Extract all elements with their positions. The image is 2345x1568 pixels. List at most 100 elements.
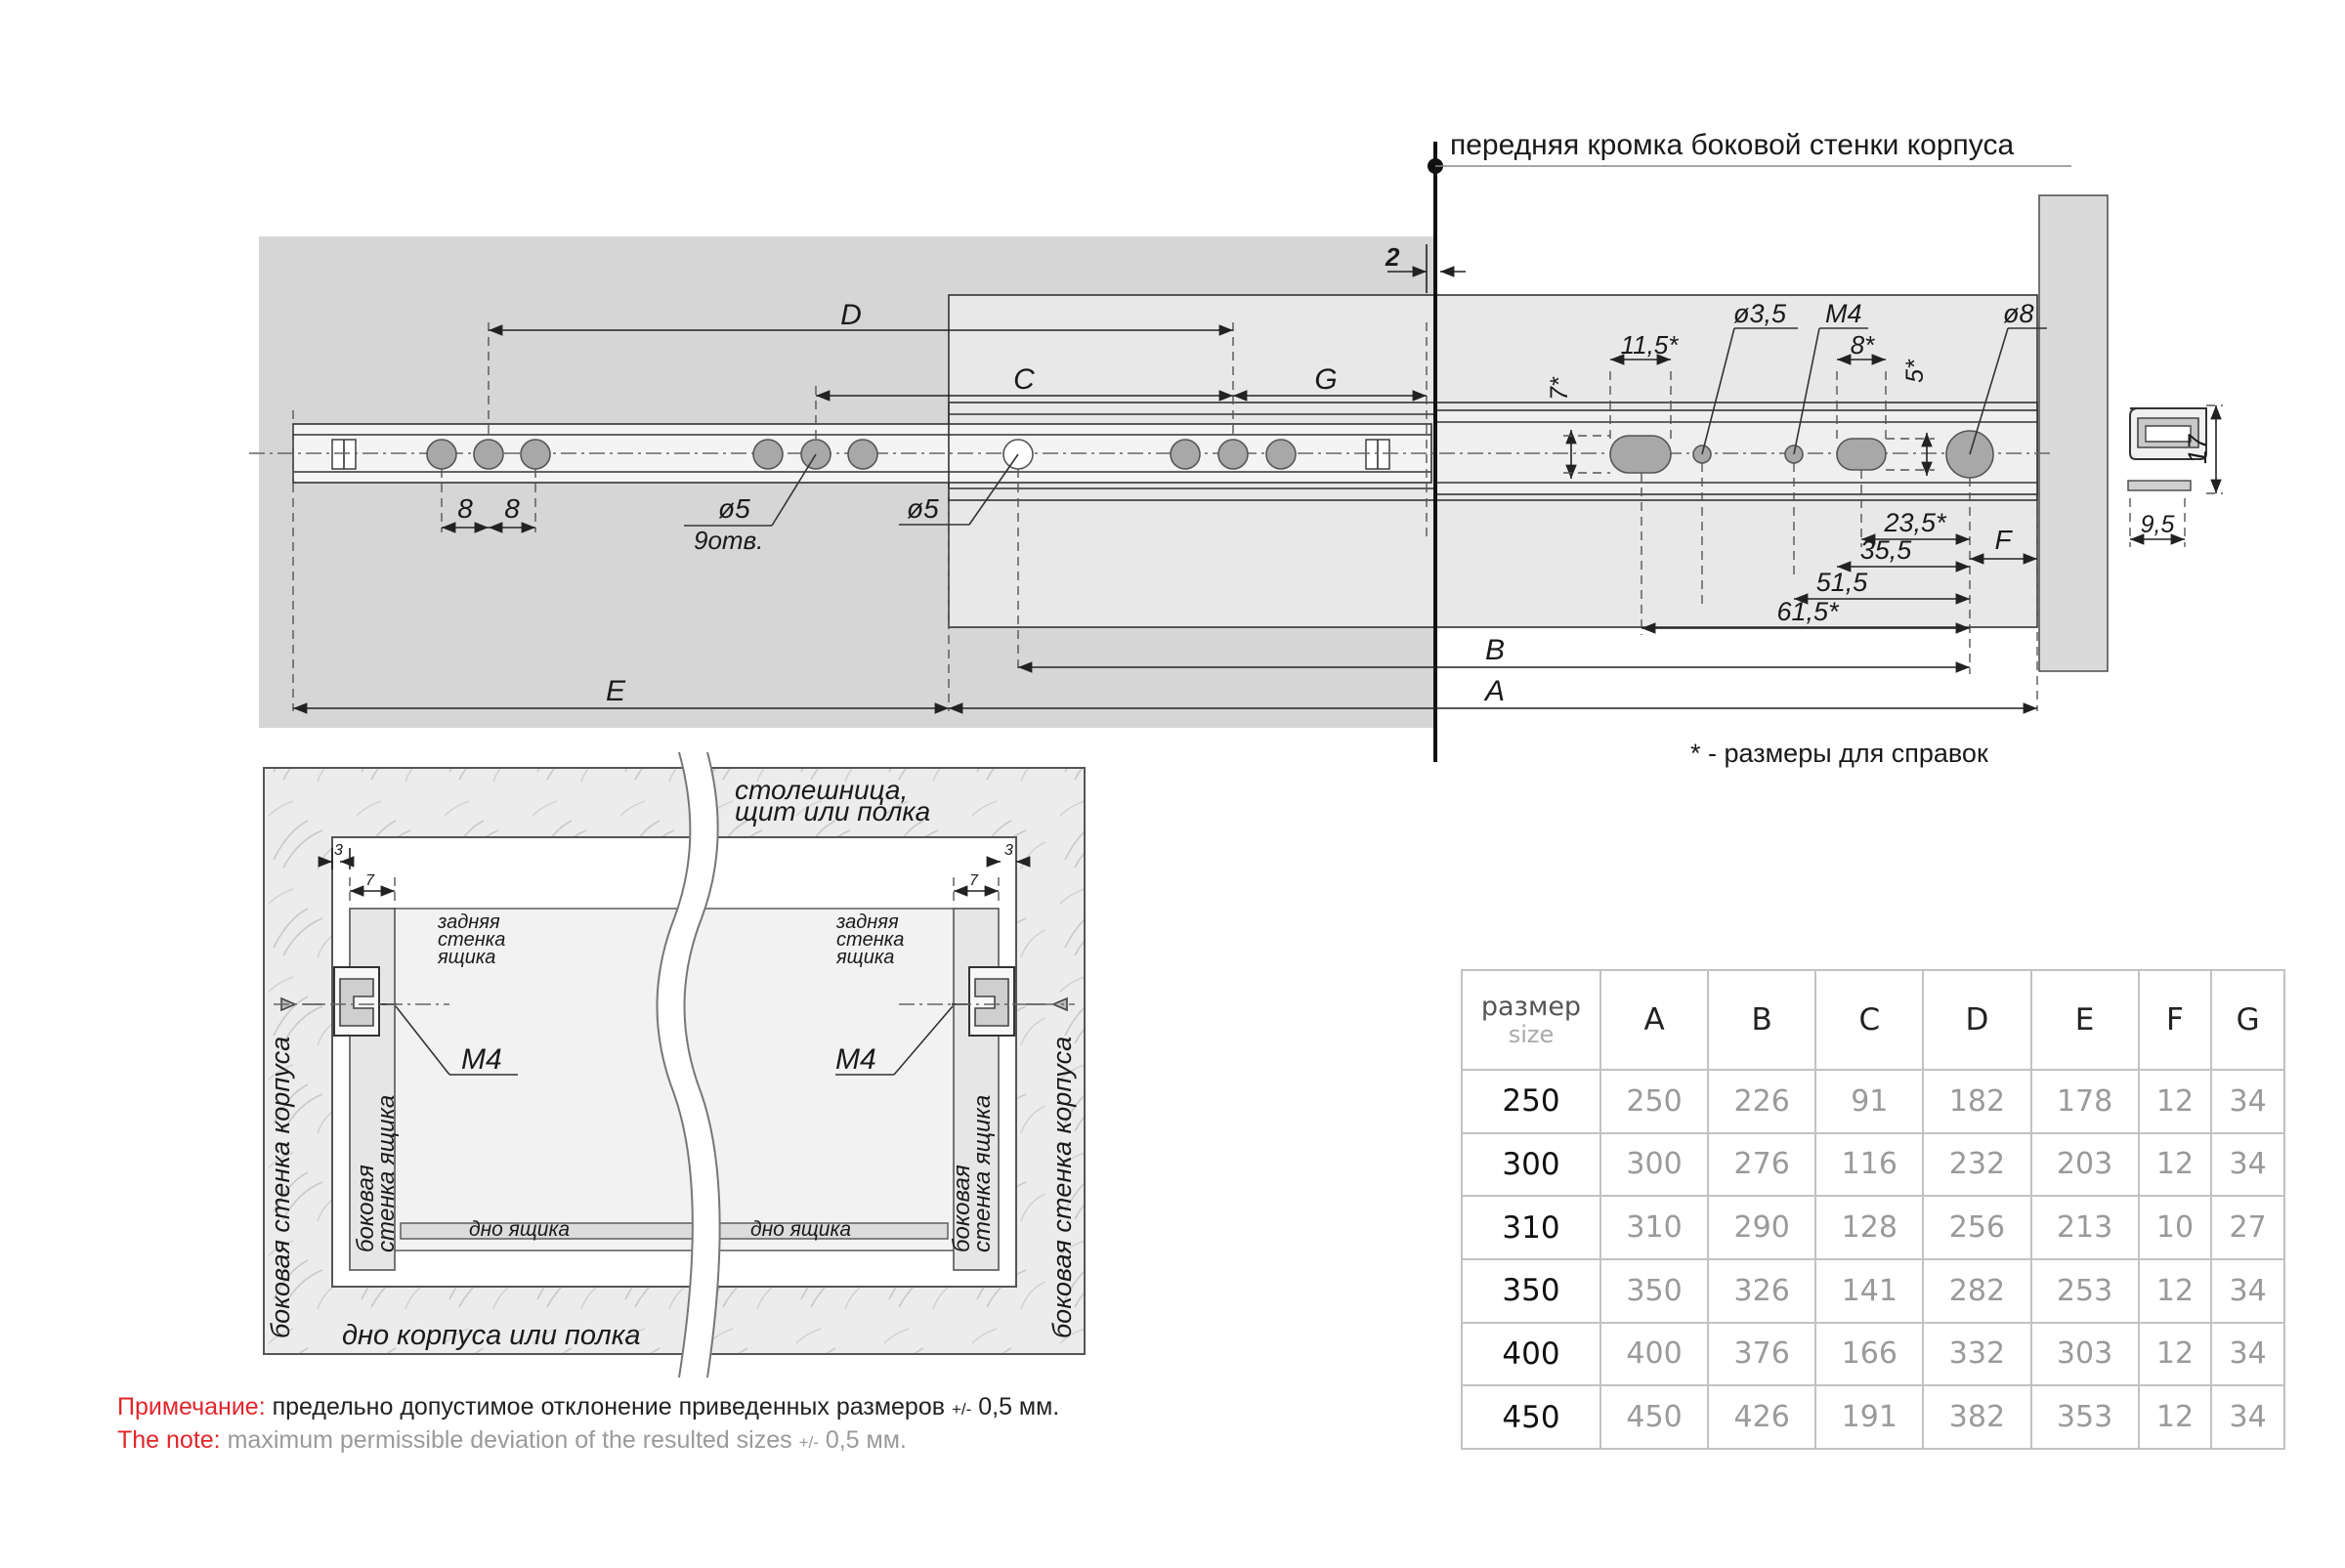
column-header-b: B — [1707, 969, 1817, 1071]
table-cell: 232 — [1922, 1131, 2032, 1198]
row-size-cell: 300 — [1461, 1131, 1601, 1198]
dim-label: 35,5 — [1860, 535, 1913, 565]
table-cell: 290 — [1707, 1195, 1817, 1260]
column-header-g: G — [2210, 969, 2285, 1071]
back-wall-label: стенка — [438, 929, 505, 951]
note-ru-label: Примечание: — [117, 1393, 266, 1420]
table-corner-cell: размер size — [1461, 969, 1601, 1071]
hole-count-label: 9отв. — [694, 526, 763, 555]
dim-label: 61,5* — [1776, 597, 1840, 626]
drawer-floor — [400, 1222, 949, 1240]
hole — [520, 439, 551, 470]
corner-en-label: size — [1508, 1020, 1555, 1048]
table-cell: 34 — [2210, 1321, 2285, 1387]
table-cell: 12 — [2137, 1069, 2213, 1134]
pitch-label: 8 — [504, 493, 520, 524]
row-size-cell: 400 — [1461, 1321, 1601, 1387]
top-label-1: столешница, — [735, 775, 908, 805]
table-cell: 34 — [2210, 1069, 2285, 1134]
drawer-side-label: стенка ящика — [373, 1095, 400, 1252]
drawer-side-label: стенка ящика — [969, 1095, 996, 1252]
rail-profile: 17 9,5 — [2127, 404, 2223, 547]
hole — [1217, 439, 1249, 470]
slot-hole — [1609, 435, 1672, 474]
row-size-cell: 350 — [1461, 1257, 1601, 1324]
drawer-side-label: боковая — [353, 1165, 379, 1252]
gap-label: 7 — [969, 872, 979, 889]
hole — [752, 439, 784, 470]
dim-label-G: G — [1314, 363, 1337, 396]
dim-label: 5* — [1901, 359, 1929, 383]
slide-section-right — [952, 966, 1068, 1037]
hole — [1265, 439, 1297, 470]
gap-label: 3 — [334, 842, 343, 859]
back-wall-label: ящика — [835, 947, 894, 968]
table-cell: 10 — [2137, 1195, 2213, 1260]
table-cell: 12 — [2137, 1384, 2213, 1450]
note-en-label: The note: — [117, 1426, 221, 1454]
table-cell: 376 — [1707, 1321, 1817, 1387]
dim-label-B: B — [1485, 634, 1505, 666]
table-cell: 400 — [1599, 1321, 1710, 1387]
table-cell: 12 — [2137, 1321, 2213, 1387]
dim-label: 23,5* — [1883, 508, 1947, 537]
table-cell: 382 — [1922, 1384, 2032, 1450]
row-size-cell: 310 — [1461, 1195, 1601, 1260]
hole-diameter-label: ø8 — [2003, 299, 2034, 328]
dim-label-D: D — [840, 299, 862, 331]
column-header-c: C — [1814, 969, 1925, 1071]
table-cell: 326 — [1707, 1257, 1817, 1324]
table-cell: 34 — [2210, 1131, 2285, 1198]
table-cell: 178 — [2029, 1069, 2140, 1134]
gap-label: 3 — [1004, 842, 1013, 859]
note-ru: Примечание: предельно допустимое отклоне… — [117, 1393, 1059, 1421]
gap-label: 7 — [365, 872, 375, 889]
note-en-text: maximum permissible deviation of the res… — [227, 1426, 792, 1454]
table-cell: 116 — [1814, 1131, 1925, 1198]
corner-ru-label: размер — [1480, 991, 1582, 1022]
table-cell: 303 — [2029, 1321, 2140, 1387]
table-cell: 12 — [2137, 1257, 2213, 1324]
table-cell: 300 — [1599, 1131, 1710, 1198]
dim-label-E: E — [606, 675, 626, 707]
table-cell: 250 — [1599, 1069, 1710, 1134]
cabinet-side-label-right: боковая стенка корпуса — [1047, 1037, 1077, 1338]
table-cell: 226 — [1707, 1069, 1817, 1134]
column-header-f: F — [2137, 969, 2213, 1071]
table-cell: 128 — [1814, 1195, 1925, 1260]
top-label-2: щит или полка — [735, 796, 930, 826]
reference-note: * - размеры для справок — [1690, 739, 1988, 768]
table-cell: 253 — [2029, 1257, 2140, 1324]
hole — [473, 439, 504, 470]
dim-label-F: F — [1994, 525, 2013, 555]
note-en-tol: +/- — [798, 1433, 819, 1452]
slot-hole — [1836, 438, 1887, 471]
back-wall-label: стенка — [836, 929, 904, 951]
back-wall-label: ящика — [437, 947, 495, 968]
note-ru-value: 0,5 мм. — [978, 1393, 1060, 1420]
profile-width-label: 9,5 — [2141, 511, 2175, 538]
cabinet-side-label-left: боковая стенка корпуса — [266, 1037, 295, 1338]
dim-label: 7* — [1546, 376, 1573, 401]
slide-section-left — [280, 966, 397, 1037]
bottom-label: дно корпуса или полка — [342, 1320, 641, 1351]
drawer-floor-label: дно ящика — [750, 1218, 851, 1241]
table-cell: 12 — [2137, 1131, 2213, 1198]
pitch-label: 8 — [457, 493, 473, 524]
table-cell: 350 — [1599, 1257, 1710, 1324]
table-cell: 282 — [1922, 1257, 2032, 1324]
table-cell: 34 — [2210, 1257, 2285, 1324]
table-cell: 166 — [1814, 1321, 1925, 1387]
thread-label: M4 — [1825, 299, 1862, 328]
front-offset-label: 2 — [1385, 242, 1400, 272]
hole — [426, 439, 457, 470]
drawer-floor-label: дно ящика — [469, 1218, 570, 1241]
note-en-value: 0,5 мм. — [825, 1426, 907, 1454]
side-panel — [2038, 194, 2109, 672]
table-cell: 310 — [1599, 1195, 1710, 1260]
